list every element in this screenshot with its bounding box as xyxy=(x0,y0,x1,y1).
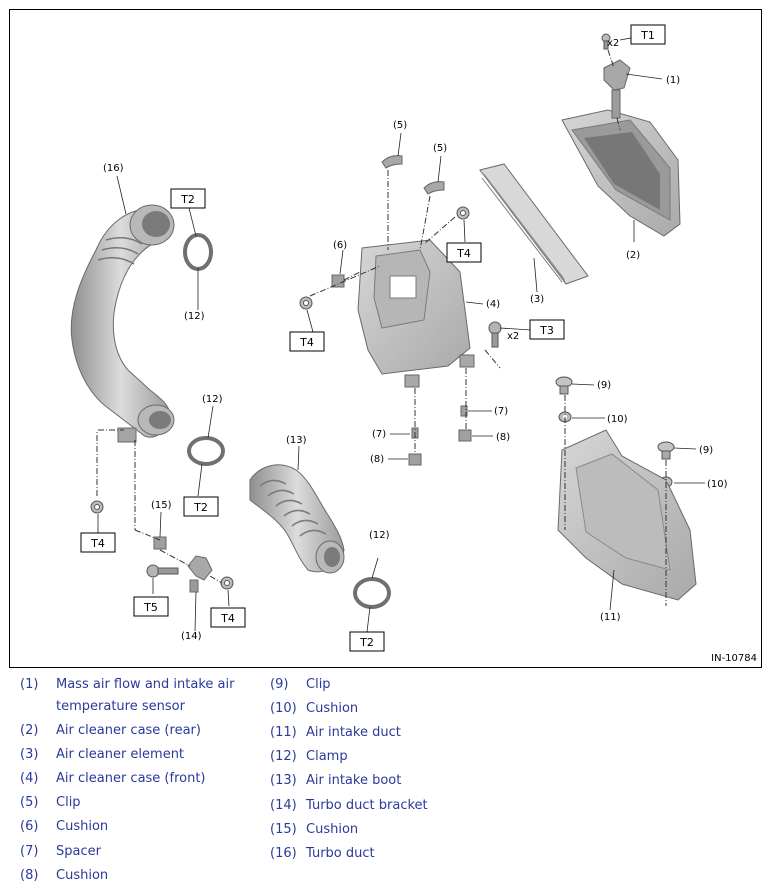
torque-label-t5: T5 xyxy=(143,601,158,614)
part-clip-5b xyxy=(423,181,445,195)
legend-item-text: Clip xyxy=(306,677,331,692)
part-nut-left xyxy=(90,500,104,514)
legend-item-text: Air cleaner case (front) xyxy=(56,771,206,787)
callout-8b: (8) xyxy=(496,432,510,443)
part-air-intake-boot xyxy=(249,464,345,574)
callout-14: (14) xyxy=(181,631,202,642)
legend-item-text: Cushion xyxy=(306,701,359,717)
callout-6: (6) xyxy=(333,240,347,251)
part-nut-bracket xyxy=(220,576,234,590)
legend-item-number: (3) xyxy=(20,747,39,763)
torque-label-t4-bracket: T4 xyxy=(220,612,235,625)
part-clip-5a xyxy=(381,155,403,169)
torque-label-t3: T3 xyxy=(539,324,554,337)
callout-7b: (7) xyxy=(494,406,508,417)
callout-15: (15) xyxy=(151,500,172,511)
quantity-label-t1: x2 xyxy=(607,38,619,49)
legend-item-number: (11) xyxy=(270,725,297,741)
legend-item-number: (7) xyxy=(20,843,39,859)
part-bolt-t5 xyxy=(146,564,179,578)
legend-item-number: (1) xyxy=(20,677,39,692)
callout-2: (2) xyxy=(626,250,640,261)
part-clamp-upper xyxy=(183,233,213,271)
part-air-cleaner-case-front xyxy=(357,239,475,388)
legend-item-text: Clamp xyxy=(306,749,348,765)
part-air-intake-duct xyxy=(557,429,697,601)
callout-leaders xyxy=(97,34,705,633)
part-bolt-t3 xyxy=(488,321,502,348)
legend-item-number: (10) xyxy=(270,701,297,717)
part-cushion-8b xyxy=(458,429,472,442)
torque-label-t4-left: T4 xyxy=(90,537,105,550)
legend-item-number: (16) xyxy=(270,845,297,861)
callout-12-upper: (12) xyxy=(184,311,205,322)
legend-item-text: Air intake boot xyxy=(306,773,402,789)
part-clamp-middle xyxy=(187,436,225,466)
callout-12-middle: (12) xyxy=(202,394,223,405)
part-screw-t1 xyxy=(601,33,611,50)
legend-item-number: (9) xyxy=(270,677,289,692)
legend-item-number: (12) xyxy=(270,749,297,765)
callout-12-lower: (12) xyxy=(369,530,390,541)
callout-1: (1) xyxy=(666,75,680,86)
part-clip-9b xyxy=(657,441,675,460)
part-cushion-6 xyxy=(331,274,345,288)
callout-5a: (5) xyxy=(393,120,407,131)
callout-16: (16) xyxy=(103,163,124,174)
callout-7a: (7) xyxy=(372,429,386,440)
torque-label-t4-case-top: T4 xyxy=(456,247,471,260)
legend-item-text: Air intake duct xyxy=(306,725,401,741)
torque-label-t1: T1 xyxy=(640,29,655,42)
callout-13: (13) xyxy=(286,435,307,446)
callout-10a: (10) xyxy=(607,414,628,425)
legend-item-text: Spacer xyxy=(56,843,101,859)
callout-11: (11) xyxy=(600,612,621,623)
torque-label-t4-case-left: T4 xyxy=(299,336,314,349)
legend-item-text: Mass air flow and intake air xyxy=(56,677,235,692)
legend-item-text: Turbo duct bracket xyxy=(306,797,428,813)
callout-10b: (10) xyxy=(707,479,728,490)
legend-item-number: (13) xyxy=(270,773,297,789)
callout-3: (3) xyxy=(530,294,544,305)
part-nut-case-left xyxy=(299,296,313,310)
quantity-label-t3: x2 xyxy=(507,331,519,342)
legend-item-text: Air cleaner element xyxy=(56,747,185,763)
torque-label-boxes xyxy=(80,24,666,652)
callout-9a: (9) xyxy=(597,380,611,391)
legend-item-number: (6) xyxy=(20,819,39,835)
legend-item-number: (5) xyxy=(20,795,39,811)
part-air-cleaner-case-rear xyxy=(561,109,681,237)
legend-item-text: Turbo duct xyxy=(306,845,375,861)
callout-9b: (9) xyxy=(699,445,713,456)
exploded-parts-diagram: T1 T2 T2 T2 T3 T4 T4 T4 T4 T5 x2 x2 (1) … xyxy=(9,9,762,668)
part-spacer-7b xyxy=(460,405,468,417)
legend-item-text: temperature sensor xyxy=(56,699,185,714)
legend-item-number: (4) xyxy=(20,771,39,787)
legend-item-text: Air cleaner case (rear) xyxy=(56,723,201,738)
legend-item-number: (8) xyxy=(20,867,39,883)
assembly-lines xyxy=(96,49,667,606)
part-clip-9a xyxy=(555,376,573,395)
part-maf-sensor xyxy=(603,59,631,119)
legend-item-text: Clip xyxy=(56,795,81,811)
figure-code: IN-10784 xyxy=(711,653,757,664)
part-turbo-duct xyxy=(70,204,175,443)
part-turbo-duct-bracket xyxy=(187,555,213,593)
part-air-cleaner-element xyxy=(479,163,589,285)
legend-item-number: (15) xyxy=(270,821,297,837)
legend-item-text: Cushion xyxy=(306,821,359,837)
part-nut-case-top xyxy=(456,206,470,220)
callout-5b: (5) xyxy=(433,143,447,154)
part-clamp-lower xyxy=(353,577,391,609)
part-cushion-8a xyxy=(408,453,422,466)
callout-8a: (8) xyxy=(370,454,384,465)
legend-item-number: (14) xyxy=(270,797,297,813)
legend-item-text: Cushion xyxy=(56,819,109,835)
legend-item-text: Cushion xyxy=(56,867,109,883)
callout-4: (4) xyxy=(486,299,500,310)
torque-label-t2-middle: T2 xyxy=(193,501,208,514)
legend-item-number: (2) xyxy=(20,723,39,738)
torque-label-t2-upper: T2 xyxy=(180,193,195,206)
torque-label-t2-lower: T2 xyxy=(359,636,374,649)
